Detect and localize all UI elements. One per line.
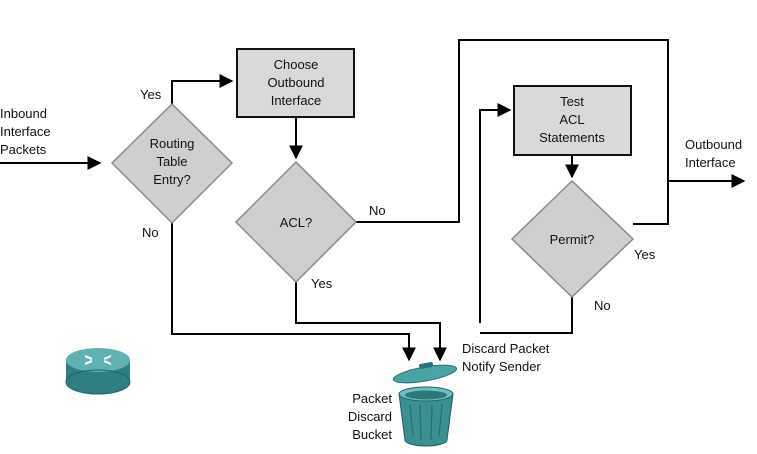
bucket-label-1: Packet	[352, 391, 392, 406]
routing-yes-label: Yes	[140, 87, 162, 102]
trash-bucket-icon	[392, 362, 458, 447]
choose-outbound-box: Choose Outbound Interface	[236, 48, 355, 118]
permit-no-line	[480, 297, 573, 334]
acl-no-line	[356, 39, 669, 225]
acl-yes-label: Yes	[311, 276, 333, 291]
acl-to-test-arrow	[479, 103, 512, 323]
inbound-label-1: Inbound	[0, 106, 47, 121]
test-acl-box: Test ACL Statements	[513, 85, 632, 156]
acl-no-label: No	[369, 203, 386, 218]
choose-label-1: Choose	[274, 57, 319, 72]
test-label-2: ACL	[559, 112, 584, 127]
routing-label-3: Entry?	[153, 172, 191, 187]
routing-table-decision: Routing Table Entry?	[110, 102, 234, 225]
acl-yes-line	[295, 282, 447, 362]
router-icon	[65, 348, 131, 395]
routing-no-label: No	[142, 225, 159, 240]
test-label-3: Statements	[539, 130, 605, 145]
choose-label-3: Interface	[271, 93, 322, 108]
routing-label-2: Table	[156, 154, 187, 169]
connectors	[0, 39, 746, 362]
bucket-label-2: Discard	[348, 409, 392, 424]
test-label-1: Test	[560, 94, 584, 109]
outbound-label-2: Interface	[685, 155, 736, 170]
routing-label-1: Routing	[150, 136, 195, 151]
acl-decision: ACL?	[234, 160, 358, 284]
inbound-label-2: Interface	[0, 124, 51, 139]
discard-label-2: Notify Sender	[462, 359, 541, 374]
inbound-label-3: Packets	[0, 142, 47, 157]
permit-yes-label: Yes	[634, 247, 656, 262]
bucket-label-3: Bucket	[352, 427, 392, 442]
routing-no-line	[171, 223, 416, 362]
permit-no-label: No	[594, 298, 611, 313]
permit-label: Permit?	[550, 232, 595, 247]
acl-label: ACL?	[280, 215, 313, 230]
outbound-label-1: Outbound	[685, 137, 742, 152]
discard-label-1: Discard Packet	[462, 341, 550, 356]
routing-yes-line	[171, 74, 234, 104]
permit-decision: Permit?	[510, 179, 635, 299]
choose-label-2: Outbound	[267, 75, 324, 90]
